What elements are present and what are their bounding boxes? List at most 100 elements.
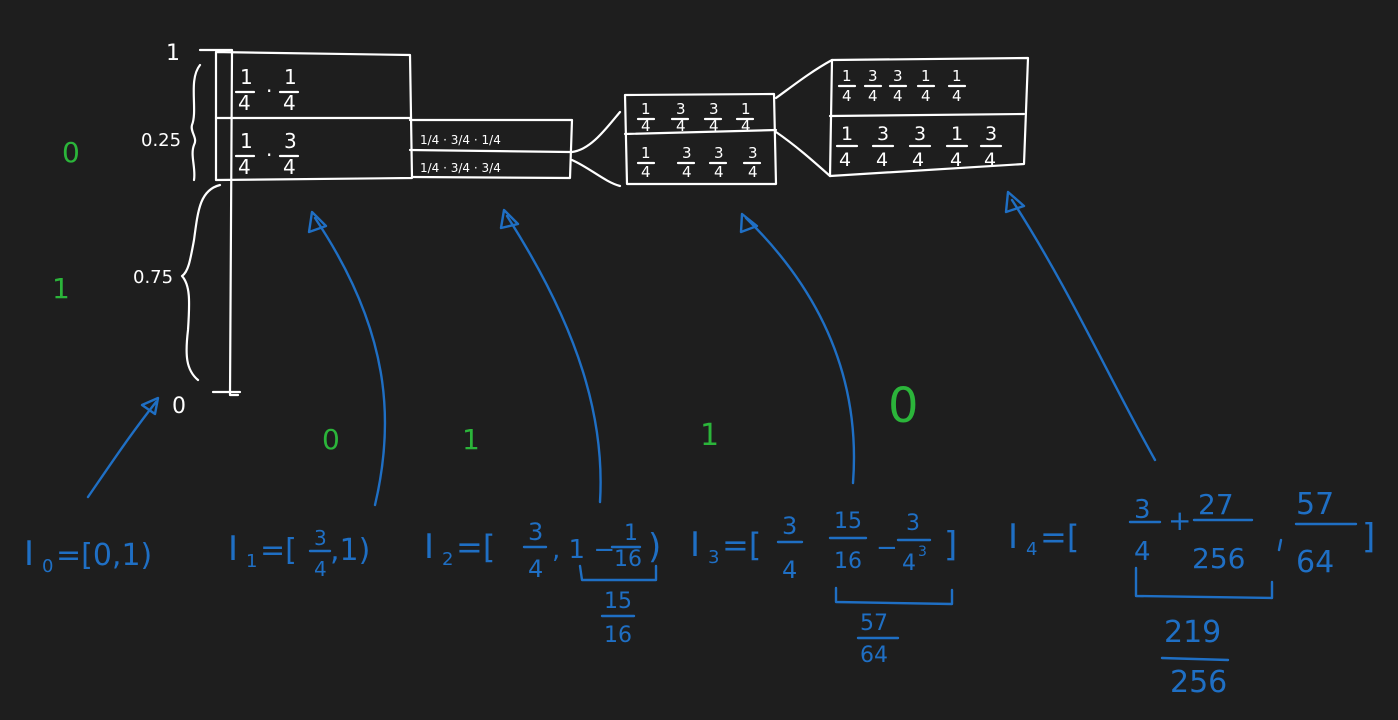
interval-close: ] [944,525,957,565]
axis-label-bottom: 0 [172,394,186,419]
frac-num: 3 [893,67,903,85]
dot-operator: · [266,79,272,103]
frac-den: 4 [709,117,719,135]
frac-num: 1 [841,123,853,145]
sequence-bit-4: 0 [888,378,919,434]
sequence-bit-1: 0 [322,423,340,456]
frac-den: 16 [604,623,632,648]
step4-bottom-product: 1 4 3 4 3 4 1 4 3 4 [839,123,997,171]
frac-num: 3 [528,518,543,546]
frac-num: 1 [624,521,638,546]
frac-num: 3 [709,100,719,118]
frac-den: 64 [1296,545,1334,580]
interval-name: I [424,527,434,567]
frac-den: 4 [238,155,251,179]
frac-num: 3 [782,512,797,540]
plus-operator: + [1168,504,1191,537]
frac-num: 15 [834,509,862,534]
step1-bottom-product: 1 4 · 3 4 [238,129,297,179]
interval-I3: I 3 =[ 3 4 15 16 − 3 4 3 ] 57 64 [690,509,957,668]
interval-close: ) [648,527,661,567]
arrow-to-step2 [505,214,602,504]
arrowhead-icon [1004,190,1026,214]
step3-box: 1 4 3 4 3 4 1 4 1 4 3 4 3 4 3 4 [623,92,778,186]
I3-fraction-bars [776,536,954,640]
interval-arrows [86,190,1157,507]
frac-den: 4 [528,555,543,583]
frac-num: 57 [860,611,888,636]
frac-num: 1 [240,129,253,153]
interval-I1: I 1 =[ 3 4 ,1) [228,526,370,581]
step2-bottom-product: 1/4 · 3/4 · 3/4 [420,161,501,175]
axis-line [198,48,240,397]
frac-den: 4 [952,87,962,105]
interval-I2: I 2 =[ 3 4 , 1 − 1 16 ) 15 16 [424,518,661,648]
brace-upper [190,63,202,182]
probability-axis: 1 0 0.25 0.75 [133,41,242,419]
frac-den: 4 [682,163,692,181]
step4-divider [828,112,1026,118]
interval-close: ] [1362,517,1375,557]
arrow-to-step1 [313,216,387,507]
frac-den: 4 [1134,537,1151,567]
interval-subscript: 3 [708,547,719,568]
frac-num: 3 [284,129,297,153]
frac-den: 4 [921,87,931,105]
frac-num: 3 [877,123,889,145]
frac-den: 4 [283,91,296,115]
funnel-step3-to-4 [774,58,834,178]
bit-label-one: 1 [52,272,70,305]
bit-label-zero: 0 [62,136,80,169]
frac-num: 3 [682,144,692,162]
I4-comma [1277,538,1283,552]
frac-num: 3 [906,511,920,536]
frac-num: 219 [1164,615,1221,650]
frac-den: 4 [868,87,878,105]
frac-den: 4 [984,149,996,171]
step2-outline [408,118,574,180]
frac-num: 1 [641,100,651,118]
interval-open: =[ [1040,518,1079,556]
step1-top-product: 1 4 · 1 4 [238,65,297,115]
interval-name: I [24,534,34,574]
interval-name: I [1008,517,1018,557]
interval-open: =[ [260,533,297,568]
minus-operator: − [876,533,898,563]
funnel-step2-to-3 [570,110,622,188]
frac-den: 4 [782,556,797,584]
frac-den: 4 [314,557,327,581]
frac-num: 1 [921,67,931,85]
frac-den: 256 [1170,665,1227,700]
frac-num: 3 [714,144,724,162]
arrowhead-icon [307,210,328,234]
step3-divider [623,128,778,136]
frac-den: 4 [714,163,724,181]
interval-open: =[ [456,528,495,566]
frac-num: 3 [748,144,758,162]
arrowhead-icon [739,212,759,234]
arrowhead-icon [499,208,520,230]
interval-subscript: 0 [42,556,53,577]
frac-num: 3 [1134,495,1151,525]
prob-label-1: 0.75 [133,267,173,288]
frac-den: 4 [283,155,296,179]
step4-outline [828,56,1030,178]
exponent: 3 [918,544,927,560]
frac-den: 4 [876,149,888,171]
frac-num: 1 [741,100,751,118]
step2-divider [408,148,572,154]
interval-middle: , 1 − [552,535,615,565]
frac-num: 3 [985,123,997,145]
frac-num: 57 [1296,487,1334,522]
frac-num: 1 [641,144,651,162]
step3-outline [623,92,778,186]
frac-num: 15 [604,589,632,614]
I4-fraction-bars [1128,518,1358,662]
frac-den: 4 [238,91,251,115]
arrow-to-step4 [1010,198,1157,462]
frac-den: 4 [950,149,962,171]
frac-num: 1 [842,67,852,85]
step3-bottom-product: 1 4 3 4 3 4 3 4 [641,144,758,181]
frac-num: 27 [1198,488,1234,521]
interval-name: I [228,529,238,569]
